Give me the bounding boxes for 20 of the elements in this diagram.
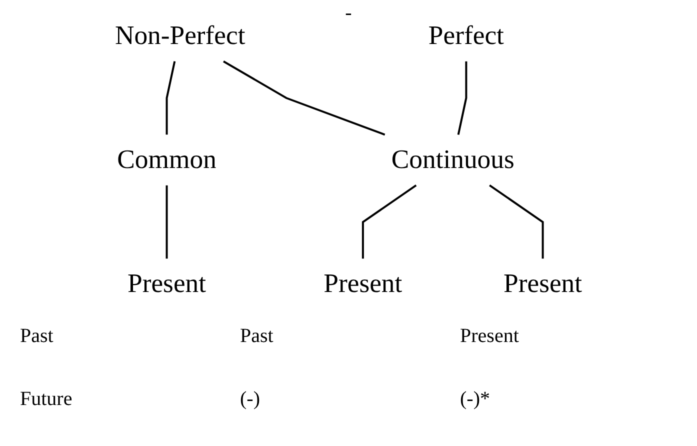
node-text: Common bbox=[117, 145, 216, 175]
label-text: (-)* bbox=[460, 388, 490, 411]
node-text: Non-Perfect bbox=[114, 21, 246, 51]
connector bbox=[223, 60, 386, 136]
label-text: Past bbox=[240, 325, 274, 348]
node-text: Perfect bbox=[428, 21, 504, 51]
node-text: Present bbox=[324, 269, 402, 299]
label-text: (-) bbox=[240, 388, 260, 411]
node-text: Continuous bbox=[391, 145, 514, 175]
label-text: Present bbox=[460, 325, 519, 348]
label-text: Future bbox=[20, 388, 72, 411]
label-text: - bbox=[344, 2, 353, 25]
node-text: Present bbox=[128, 269, 206, 299]
connector bbox=[362, 184, 417, 259]
node-text: Present bbox=[504, 269, 582, 299]
connector bbox=[166, 185, 168, 259]
connector bbox=[166, 61, 176, 135]
connector bbox=[457, 61, 468, 135]
connector bbox=[489, 184, 544, 259]
label-text: Past bbox=[20, 325, 54, 348]
